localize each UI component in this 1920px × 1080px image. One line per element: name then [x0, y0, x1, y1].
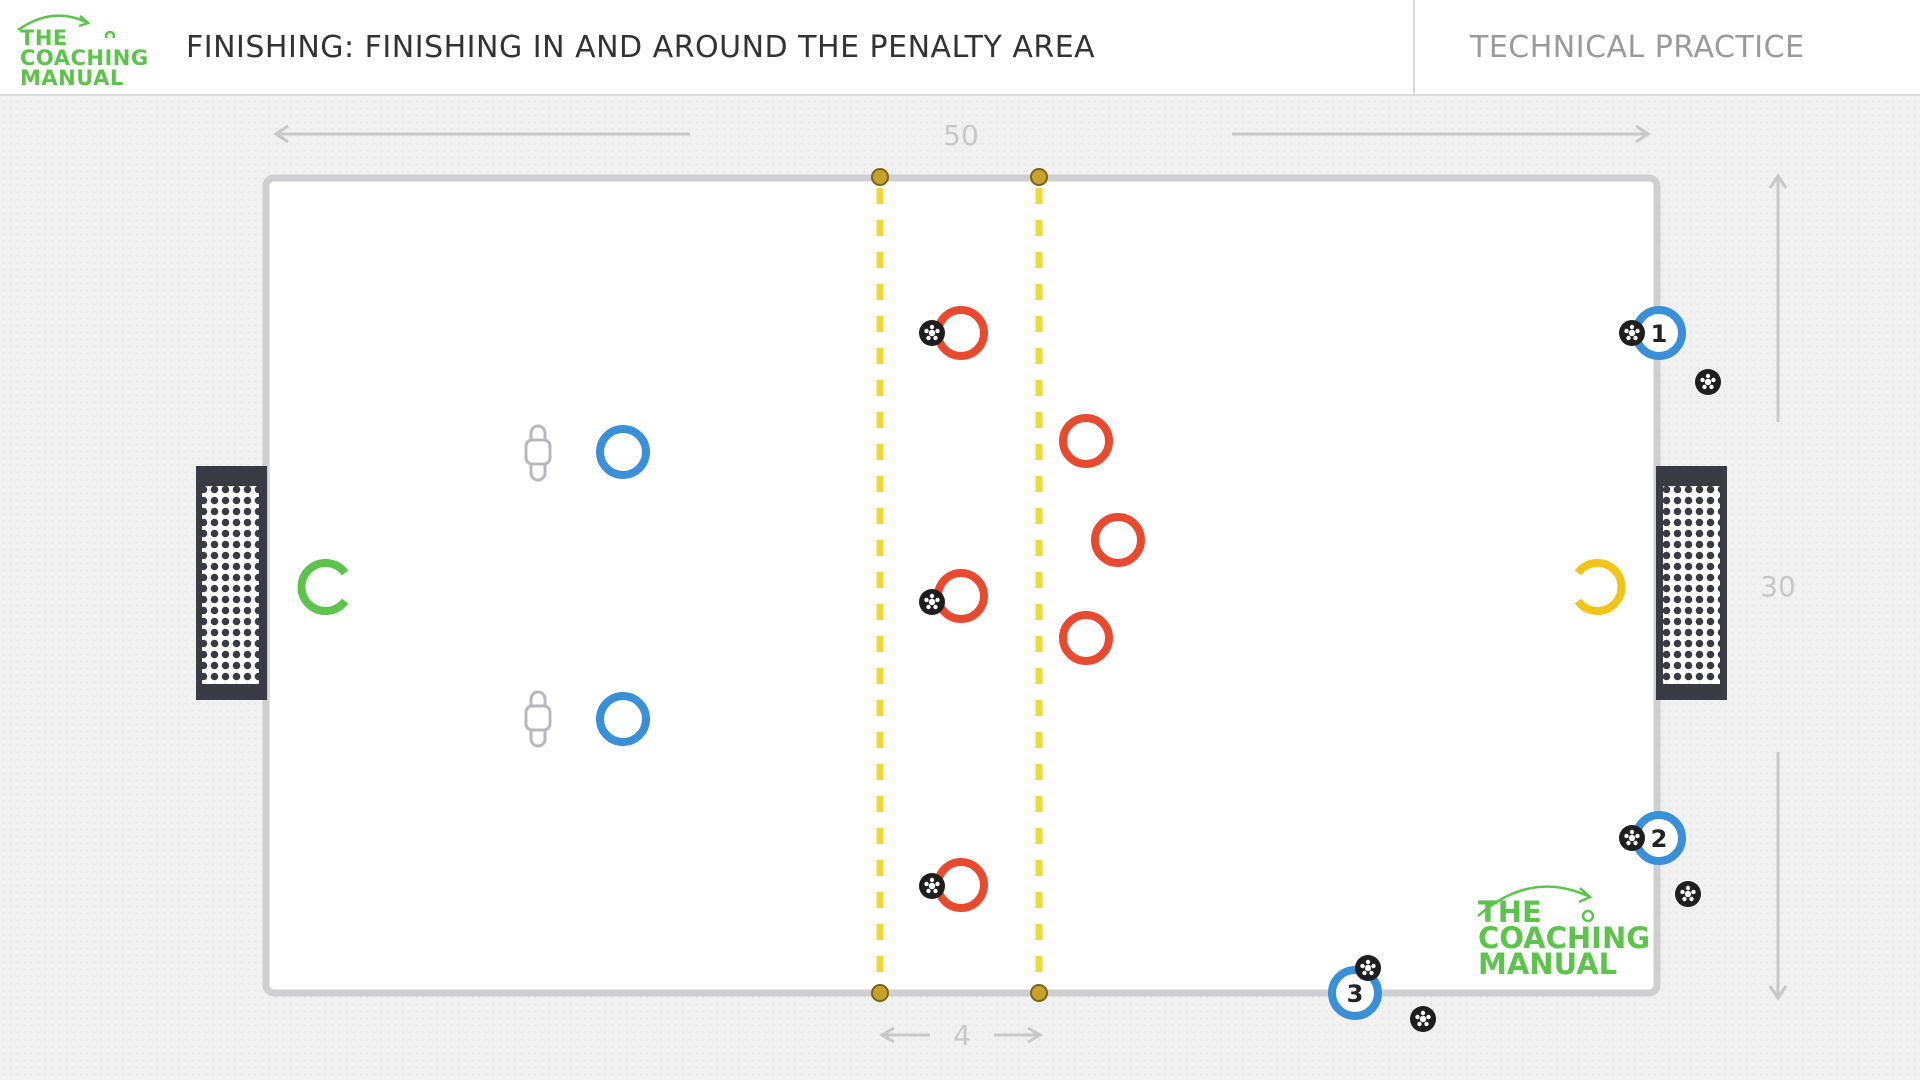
channel-marker: [1030, 168, 1048, 186]
football-icon: [1695, 369, 1721, 395]
channel-dimension: 4: [879, 1019, 1043, 1052]
watermark-line-3: MANUAL: [1478, 947, 1617, 981]
logo-line-2: COACHING: [20, 46, 149, 70]
channel-lines: [871, 168, 1048, 1002]
football-icon: [919, 873, 945, 899]
channel-label: 4: [953, 1019, 971, 1052]
football-icon: [919, 589, 945, 615]
player-number-1: 1: [1651, 320, 1668, 348]
football-icon: [919, 320, 945, 346]
mannequin: [524, 690, 552, 748]
defender-player: [1059, 414, 1113, 468]
football-icon: [1619, 825, 1645, 851]
football-icon: [1675, 881, 1701, 907]
width-dimension: 30: [1760, 173, 1796, 1001]
attacker-player-3: [1328, 966, 1382, 1020]
right-goal: [1656, 466, 1727, 700]
logo-arrow-icon: [17, 14, 116, 38]
left-goal: [196, 466, 267, 700]
header-divider: [1413, 0, 1415, 96]
channel-marker: [871, 168, 889, 186]
football-icon: [1355, 955, 1381, 981]
logo-line-1: THE: [20, 26, 68, 50]
channel-marker: [1030, 984, 1048, 1002]
defender-player: [1091, 513, 1145, 567]
player-number-2: 2: [1651, 825, 1668, 853]
watermark-line-1: THE: [1478, 895, 1542, 929]
defender-player: [1059, 611, 1113, 665]
channel-marker: [871, 984, 889, 1002]
player-number-3: 3: [1347, 980, 1364, 1008]
goalkeeper-left: [297, 559, 349, 615]
pitch-area: [262, 174, 1661, 997]
attacker-player: [596, 425, 650, 479]
width-label: 30: [1760, 570, 1796, 603]
length-dimension: 50: [273, 119, 1651, 152]
mannequin: [524, 424, 552, 482]
length-label: 50: [943, 119, 979, 152]
football-icon: [1619, 320, 1645, 346]
page-title: FINISHING: FINISHING IN AND AROUND THE P…: [186, 30, 1096, 65]
goalkeeper-right: [1574, 559, 1626, 615]
football-icon: [1410, 1006, 1436, 1032]
logo: THE COACHING MANUAL: [12, 12, 152, 90]
attacker-player: [596, 692, 650, 746]
header-bar: THE COACHING MANUAL FINISHING: FINISHING…: [0, 0, 1920, 96]
category-label: TECHNICAL PRACTICE: [1470, 30, 1805, 65]
watermark-line-2: COACHING: [1478, 921, 1650, 955]
watermark-logo: THE COACHING MANUAL: [1477, 885, 1650, 981]
logo-line-3: MANUAL: [20, 66, 124, 90]
